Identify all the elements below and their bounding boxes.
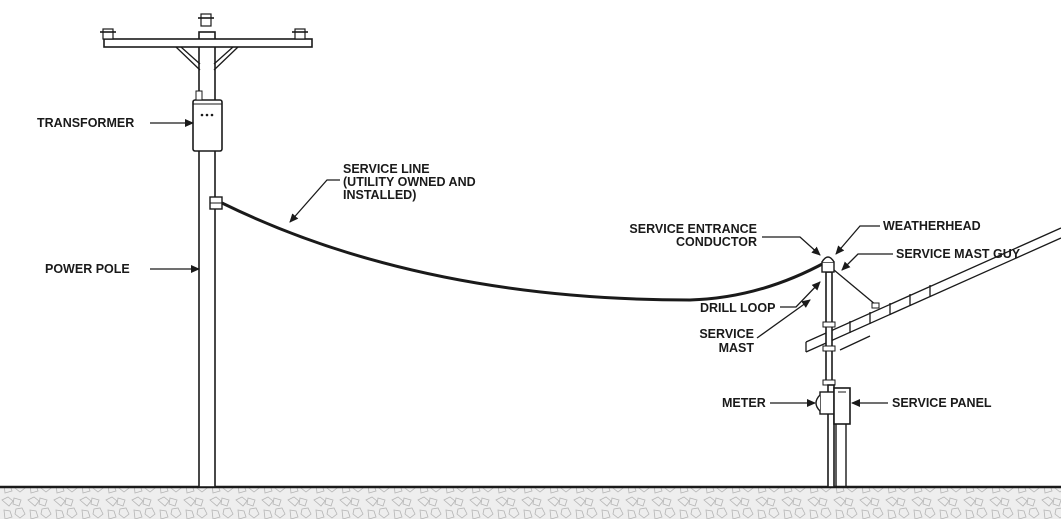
service-line-label-1: SERVICE LINE	[343, 162, 430, 176]
service-entrance-conductor-label-1: SERVICE ENTRANCE	[629, 222, 757, 236]
service-panel-icon	[833, 387, 851, 425]
service-entrance-conductor-label-2: CONDUCTOR	[676, 235, 757, 249]
service-panel-label: SERVICE PANEL	[892, 396, 992, 410]
service-mast-label-1: SERVICE	[699, 327, 754, 341]
service-line-label-3: INSTALLED)	[343, 188, 416, 202]
service-mast	[821, 256, 880, 488]
meter-icon	[815, 391, 835, 415]
drill-loop-label: DRILL LOOP	[700, 301, 775, 315]
ground	[0, 485, 1061, 519]
service-line-label-2: (UTILITY OWNED AND	[343, 175, 476, 189]
service-mast-guy-label: SERVICE MAST GUY	[896, 247, 1021, 261]
power-pole-label: POWER POLE	[45, 262, 130, 276]
insulator-icon	[100, 13, 308, 40]
weatherhead-label: WEATHERHEAD	[883, 219, 981, 233]
service-mast-label-2: MAST	[719, 341, 755, 355]
service-line-wire	[221, 201, 827, 302]
house-roof	[805, 227, 1061, 353]
transformer-icon	[192, 90, 223, 152]
power-pole	[100, 13, 313, 488]
callouts	[150, 119, 893, 407]
transformer-label: TRANSFORMER	[37, 116, 134, 130]
meter-label: METER	[722, 396, 766, 410]
